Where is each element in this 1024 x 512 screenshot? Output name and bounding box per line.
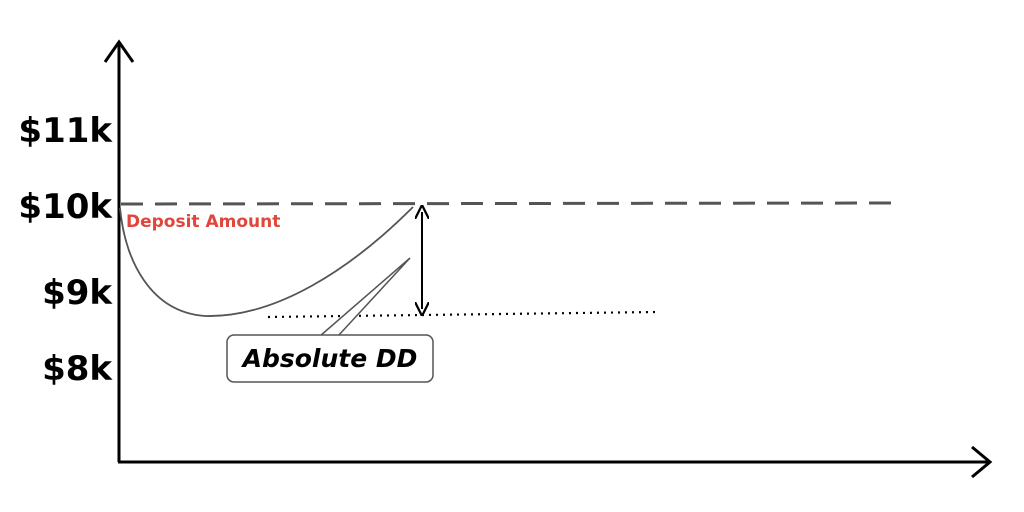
callout-label: Absolute DD bbox=[241, 344, 418, 373]
deposit-level-line bbox=[120, 201, 893, 206]
y-label-8k: $8k bbox=[42, 349, 113, 389]
drawdown-low-line bbox=[267, 310, 657, 319]
equity-curve bbox=[119, 206, 414, 317]
callout-pointer bbox=[319, 257, 411, 337]
y-label-10k: $10k bbox=[18, 187, 113, 227]
y-label-9k: $9k bbox=[42, 273, 113, 313]
y-label-11k: $11k bbox=[18, 111, 113, 151]
y-axis-arrowhead bbox=[103, 39, 135, 63]
callout-box bbox=[226, 334, 434, 383]
x-axis-arrowhead bbox=[971, 445, 993, 479]
deposit-amount-label: Deposit Amount bbox=[126, 212, 280, 232]
